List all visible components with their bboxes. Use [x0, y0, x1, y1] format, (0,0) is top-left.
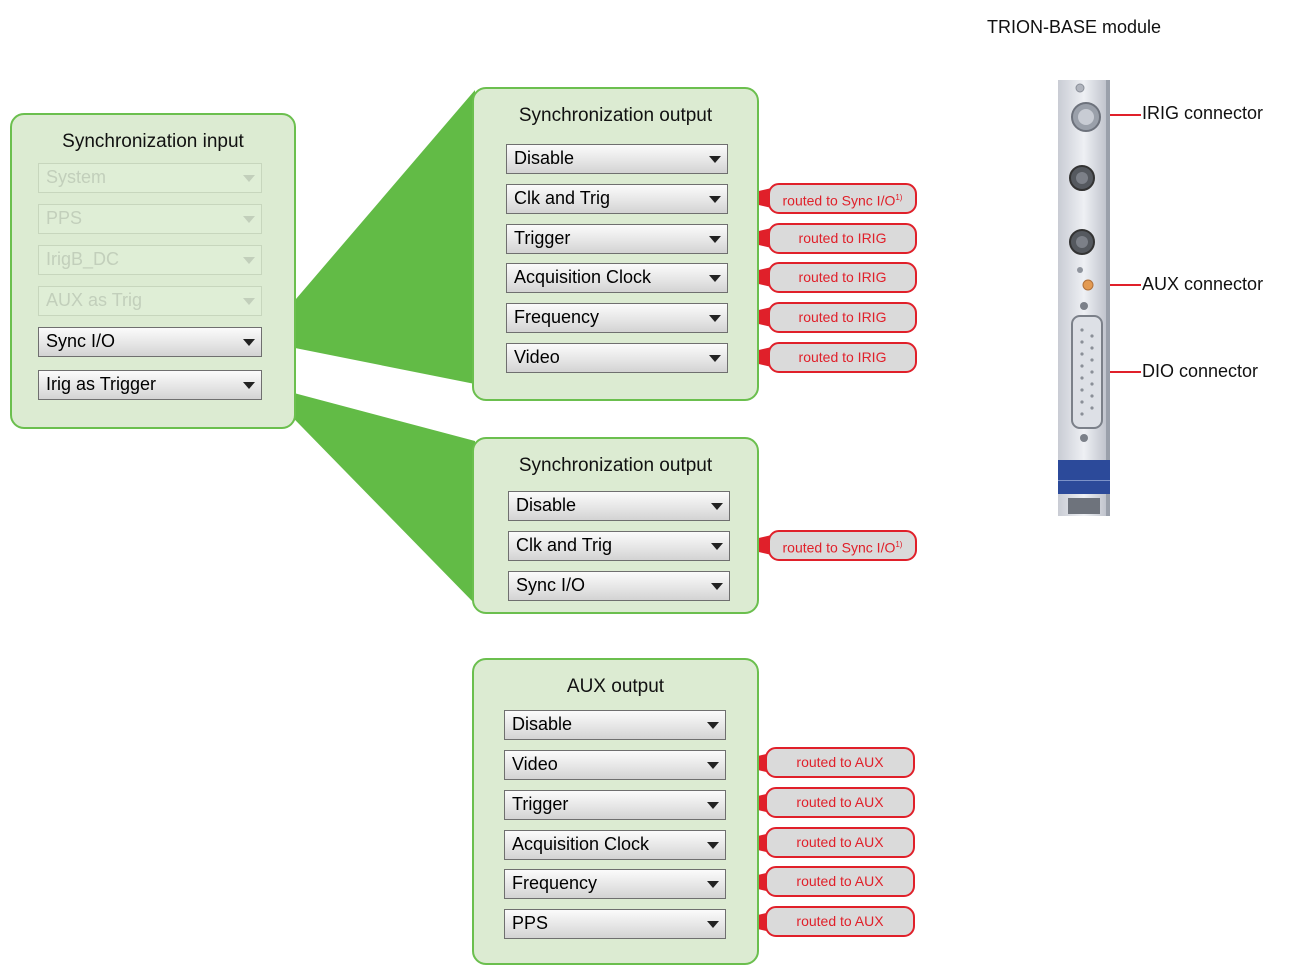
aux-output-option-disable[interactable]: Disable — [504, 710, 726, 740]
chevron-down-icon — [243, 382, 255, 389]
funnel-to-sync-output-1 — [260, 90, 475, 384]
chevron-down-icon — [709, 355, 721, 362]
chevron-down-icon — [707, 802, 719, 809]
routing-tag-irig: routed to IRIG — [768, 262, 917, 293]
sync-output-2-title: Synchronization output — [518, 455, 713, 476]
routing-tag-irig: routed to IRIG — [768, 302, 917, 333]
irig-connector-label: IRIG connector — [1142, 103, 1264, 123]
sync-output-1-option-acquisition-clock[interactable]: Acquisition Clock — [506, 263, 728, 293]
dio-connector-label: DIO connector — [1142, 361, 1259, 381]
sync-input-panel: Synchronization input System PPS IrigB_D… — [10, 113, 296, 429]
sync-output-1-option-frequency[interactable]: Frequency — [506, 303, 728, 333]
aux-output-title: AUX output — [566, 676, 665, 697]
routing-tag-sync-io: routed to Sync I/O1) — [768, 183, 917, 214]
aux-output-option-frequency[interactable]: Frequency — [504, 869, 726, 899]
sync-input-option-sync-io[interactable]: Sync I/O — [38, 327, 262, 357]
chevron-down-icon — [711, 503, 723, 510]
chevron-down-icon — [243, 339, 255, 346]
routing-tag-aux: routed to AUX — [765, 906, 915, 937]
aux-output-panel: AUX output Disable Video Trigger Acquisi… — [472, 658, 759, 965]
sync-output-1-option-video[interactable]: Video — [506, 343, 728, 373]
chevron-down-icon — [243, 257, 255, 264]
aux-output-option-acquisition-clock[interactable]: Acquisition Clock — [504, 830, 726, 860]
sync-input-option-irig-as-trigger[interactable]: Irig as Trigger — [38, 370, 262, 400]
chevron-down-icon — [709, 315, 721, 322]
chevron-down-icon — [709, 156, 721, 163]
funnel-to-sync-output-2 — [260, 384, 475, 604]
sync-output-1-option-trigger[interactable]: Trigger — [506, 224, 728, 254]
aux-output-option-pps[interactable]: PPS — [504, 909, 726, 939]
sync-output-2-option-sync-io[interactable]: Sync I/O — [508, 571, 730, 601]
aux-connector-label: AUX connector — [1142, 274, 1264, 294]
chevron-down-icon — [707, 762, 719, 769]
chevron-down-icon — [711, 583, 723, 590]
chevron-down-icon — [707, 881, 719, 888]
chevron-down-icon — [711, 543, 723, 550]
sync-output-panel-2: Synchronization output Disable Clk and T… — [472, 437, 759, 614]
chevron-down-icon — [707, 842, 719, 849]
sync-output-1-option-disable[interactable]: Disable — [506, 144, 728, 174]
routing-tag-aux: routed to AUX — [765, 787, 915, 818]
chevron-down-icon — [709, 275, 721, 282]
sync-output-2-option-clk-and-trig[interactable]: Clk and Trig — [508, 531, 730, 561]
chevron-down-icon — [709, 196, 721, 203]
chevron-down-icon — [707, 722, 719, 729]
routing-tag-irig: routed to IRIG — [768, 223, 917, 254]
sync-input-option-irigb-dc: IrigB_DC — [38, 245, 262, 275]
aux-output-option-video[interactable]: Video — [504, 750, 726, 780]
sync-input-option-pps: PPS — [38, 204, 262, 234]
routing-tag-aux: routed to AUX — [765, 866, 915, 897]
sync-input-option-aux-as-trig: AUX as Trig — [38, 286, 262, 316]
chevron-down-icon — [243, 298, 255, 305]
sync-output-1-option-clk-and-trig[interactable]: Clk and Trig — [506, 184, 728, 214]
chevron-down-icon — [707, 921, 719, 928]
sync-output-1-title: Synchronization output — [518, 105, 713, 126]
routing-tag-aux: routed to AUX — [765, 747, 915, 778]
routing-tag-sync-io: routed to Sync I/O1) — [768, 530, 917, 561]
routing-tag-aux: routed to AUX — [765, 827, 915, 858]
routing-tag-irig: routed to IRIG — [768, 342, 917, 373]
sync-output-panel-1: Synchronization output Disable Clk and T… — [472, 87, 759, 401]
trion-base-module-image — [1058, 80, 1110, 516]
chevron-down-icon — [709, 236, 721, 243]
chevron-down-icon — [243, 216, 255, 223]
chevron-down-icon — [243, 175, 255, 182]
sync-output-2-option-disable[interactable]: Disable — [508, 491, 730, 521]
aux-output-option-trigger[interactable]: Trigger — [504, 790, 726, 820]
sync-input-option-system: System — [38, 163, 262, 193]
sync-input-title: Synchronization input — [62, 131, 244, 152]
module-title: TRION-BASE module — [987, 17, 1162, 37]
